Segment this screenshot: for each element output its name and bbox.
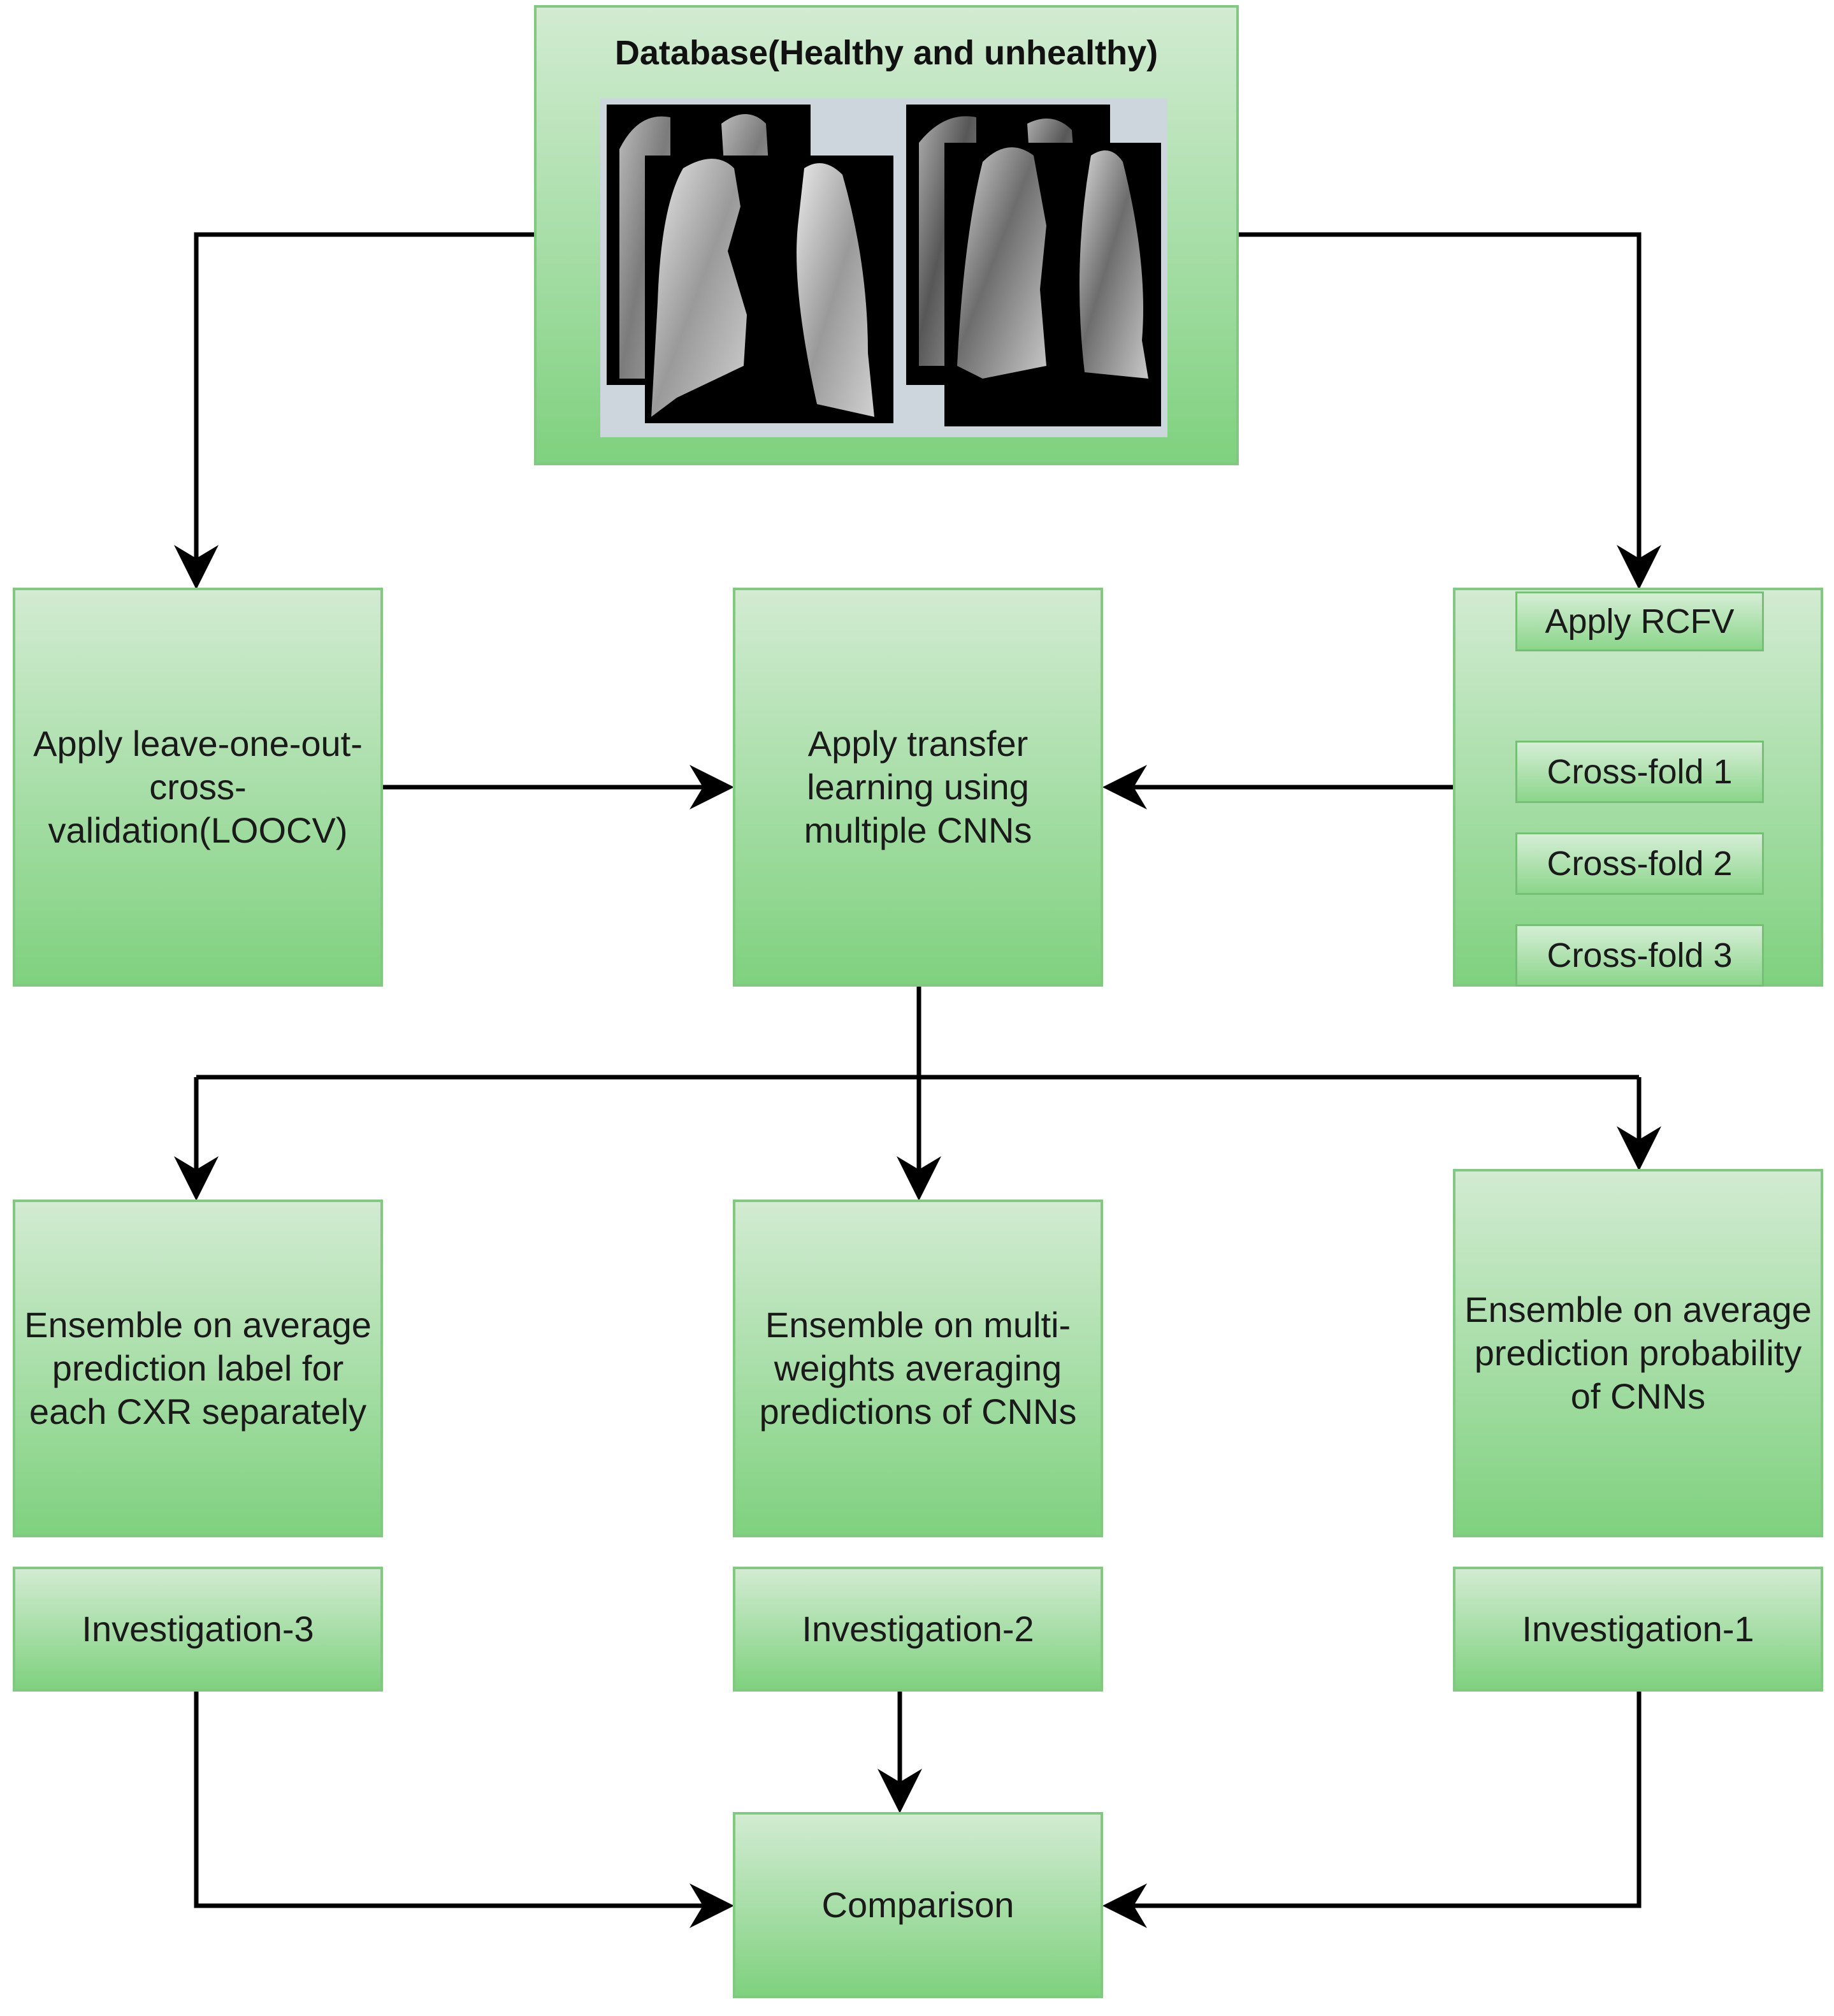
- arrow-inv3-to-comparison: [194, 1692, 734, 1928]
- loocv-box: Apply leave-one-out-cross-validation(LOO…: [13, 588, 383, 987]
- investigation-2-label: Investigation-2: [802, 1609, 1034, 1649]
- arrow-inv1-to-comparison: [1102, 1692, 1642, 1928]
- comparison-box: Comparison: [733, 1812, 1103, 1998]
- database-title: Database(Healthy and unhealthy): [614, 34, 1159, 72]
- investigation-2-box: Investigation-2: [733, 1567, 1103, 1692]
- transfer-learning-label: Apply transfer learning using multiple C…: [804, 723, 1032, 850]
- ensemble-label-text: Ensemble on average prediction label for…: [24, 1305, 372, 1432]
- ensemble-prob-box: Ensemble on average prediction probabili…: [1453, 1169, 1823, 1537]
- investigation-3-label: Investigation-3: [82, 1609, 314, 1649]
- investigation-1-label: Investigation-1: [1522, 1609, 1754, 1649]
- cross-fold-3: Cross-fold 3: [1515, 924, 1764, 987]
- loocv-label: Apply leave-one-out-cross-validation(LOO…: [33, 723, 363, 850]
- investigation-3-box: Investigation-3: [13, 1567, 383, 1692]
- arrow-database-to-loocv: [174, 232, 535, 590]
- database-box: Database(Healthy and unhealthy): [534, 5, 1239, 465]
- transfer-learning-box: Apply transfer learning using multiple C…: [733, 588, 1103, 987]
- ensemble-label-box: Ensemble on average prediction label for…: [13, 1200, 383, 1537]
- rcfv-box: Apply RCFV Cross-fold 1 Cross-fold 2 Cro…: [1453, 588, 1823, 987]
- ensemble-weights-box: Ensemble on multi-weights averaging pred…: [733, 1200, 1103, 1537]
- cross-fold-1: Cross-fold 1: [1515, 741, 1764, 803]
- ensemble-weights-text: Ensemble on multi-weights averaging pred…: [759, 1305, 1077, 1432]
- investigation-1-box: Investigation-1: [1453, 1567, 1823, 1692]
- arrow-database-to-rcfv: [1238, 232, 1661, 590]
- comparison-label: Comparison: [821, 1885, 1014, 1925]
- chest-xray-images: [600, 98, 1167, 437]
- ensemble-prob-text: Ensemble on average prediction probabili…: [1464, 1289, 1812, 1416]
- cross-fold-2: Cross-fold 2: [1515, 832, 1764, 895]
- rcfv-title: Apply RCFV: [1515, 591, 1764, 651]
